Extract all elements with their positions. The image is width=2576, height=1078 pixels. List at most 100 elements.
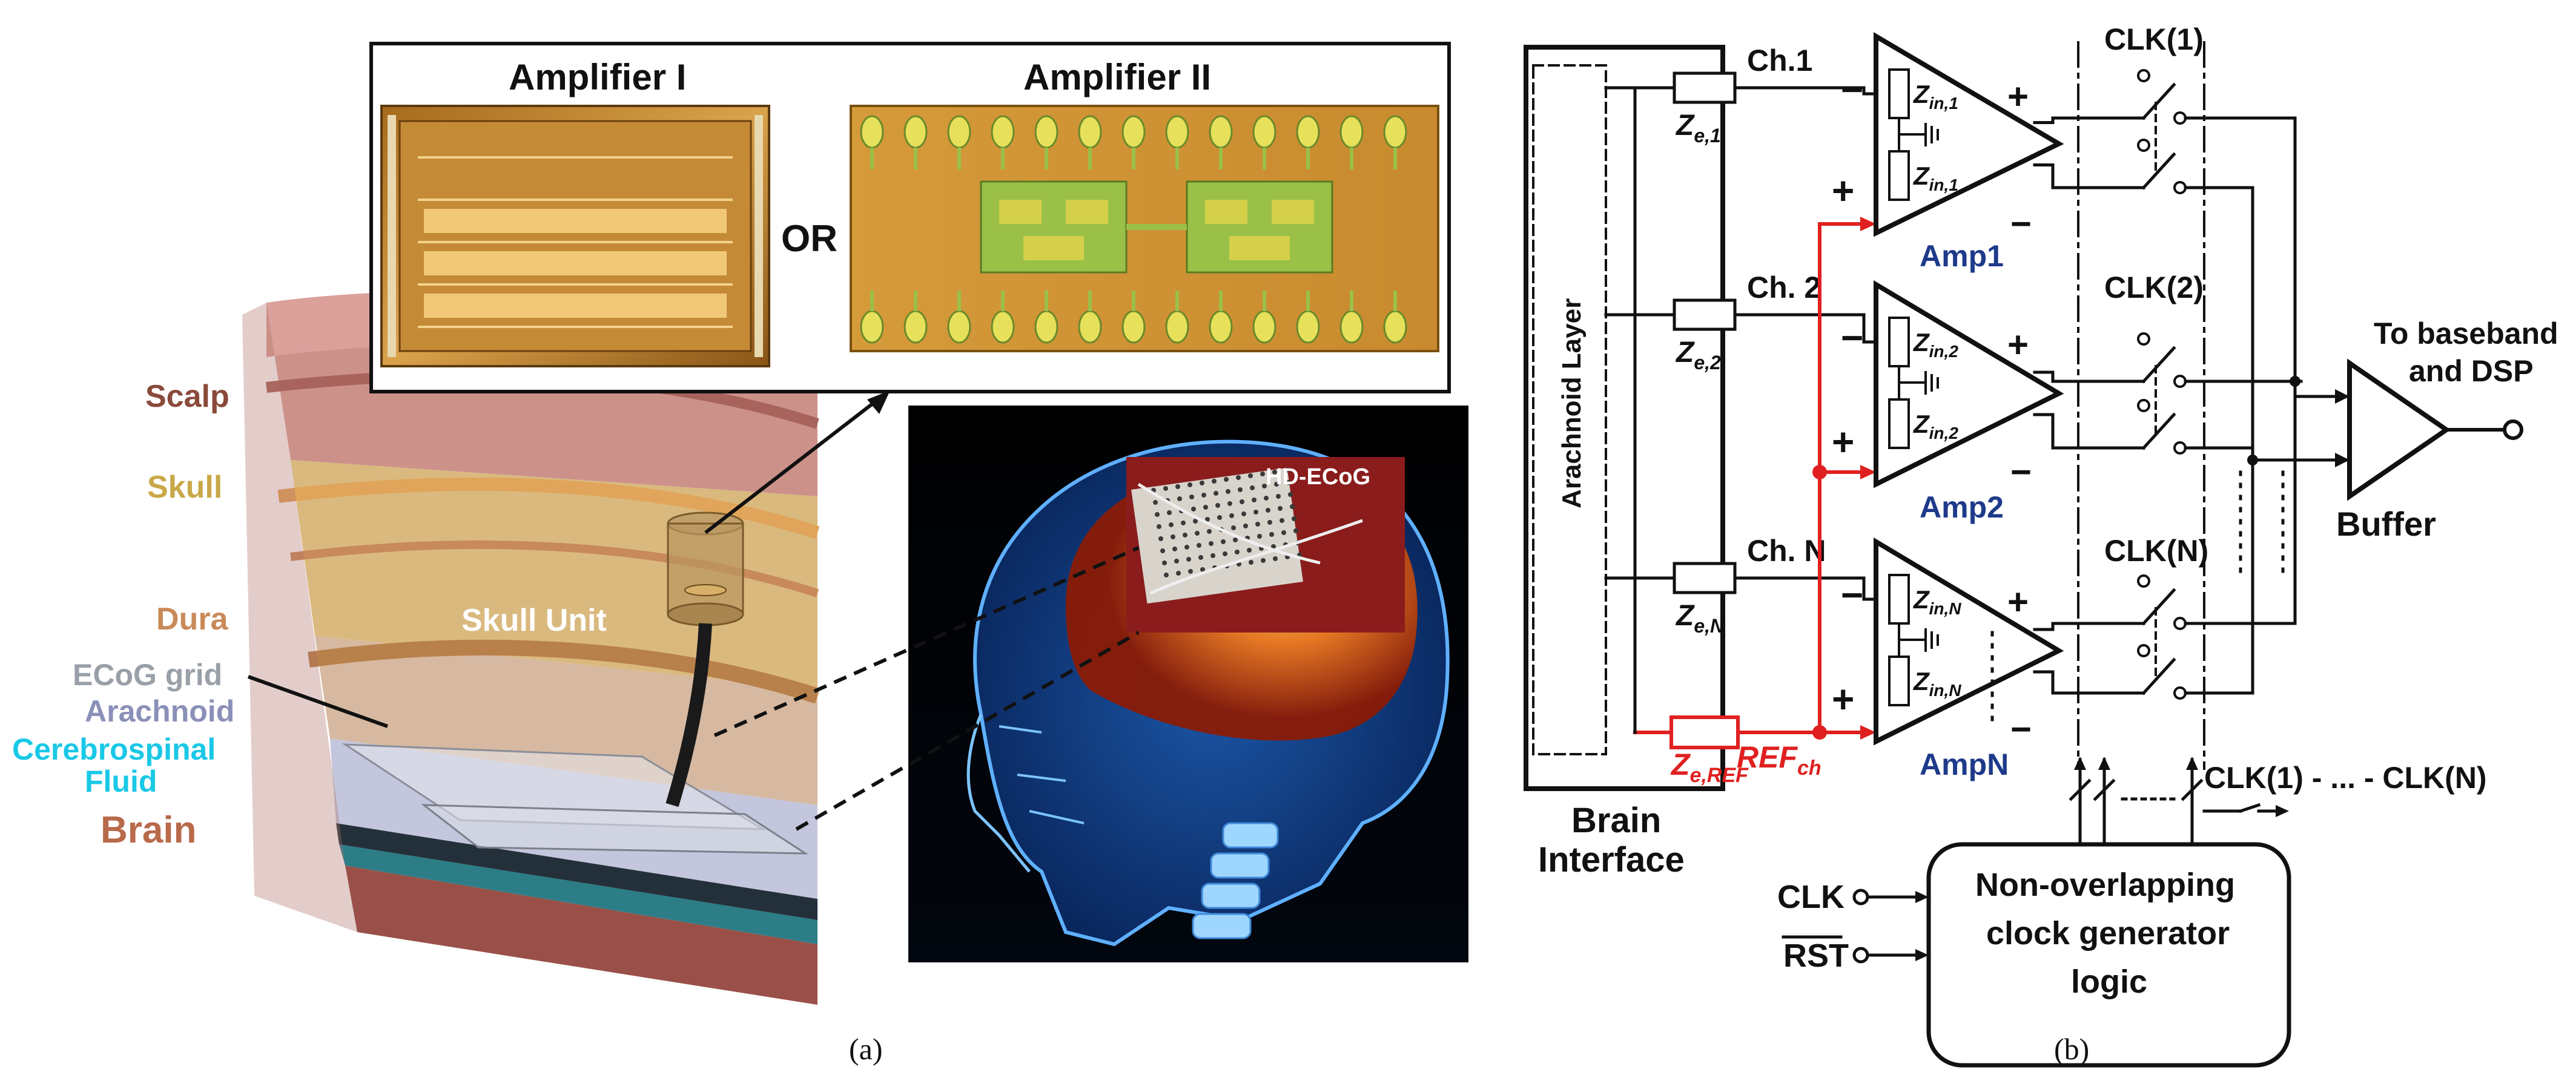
bond-pad [903,310,928,344]
dura-stripe [308,640,820,704]
electrode-dot [1187,482,1192,487]
electrode-impedance [1673,562,1737,594]
electrode-dot [1200,567,1205,572]
electrode-dot [1255,522,1260,527]
electrode-dot [1286,480,1291,485]
amplifier-2-title: Amplifier II [1023,57,1211,97]
electrode-dot [1183,533,1187,537]
channel-label: Ch. N [1747,534,1826,568]
noninverting-input-sign: + [1832,420,1854,464]
input-impedance-label: Zin,N [1913,585,1961,618]
electrode-dot [1243,524,1248,528]
dura-layer-front [315,636,817,805]
clk-input-arrow [1915,891,1929,903]
output-minus-sign: − [2010,452,2032,492]
skull-stripe-2 [290,541,819,597]
block-side-face [242,303,357,932]
clock-gen-line1: Non-overlapping [1975,867,2235,903]
electrode-dot [1210,553,1215,558]
buffer-label: Buffer [2336,505,2436,543]
electrode-dot [1252,498,1257,502]
electrode-dot [1215,503,1220,508]
bond-pad [1165,310,1189,344]
clock-phase-label: CLK(2) [2104,271,2204,304]
electrode-dot [1214,491,1218,496]
panel-a: Scalp Skull Dura ECoG grid Arachnoid Cer… [12,42,1468,1066]
electrode-dot [1272,470,1277,475]
bond-pad [1252,115,1276,149]
electrode-dot [1235,550,1240,554]
input-impedance-label: Zin,2 [1913,410,1958,442]
to-baseband-line2: and DSP [2409,354,2534,388]
electrode-dot [1236,475,1241,480]
electrode-dot [1181,521,1186,525]
bond-pad [1296,115,1320,149]
clock-generator-box [1926,842,2291,1068]
output-plus-sign: + [2007,76,2029,117]
tissue-layer-block [242,291,820,1005]
hd-ecog-label: HD-ECoG [1266,464,1370,490]
electrode-dot [1184,545,1189,550]
electrode-dot [1157,524,1161,529]
clk-input-label: CLK [1777,879,1844,915]
arachnoid-layer-label: Arachnoid Layer [1557,298,1587,508]
electrode-dot [1278,506,1283,511]
electrode-dot [1209,541,1214,546]
channel-label: Ch.1 [1747,44,1812,77]
electrode-dot [1290,504,1295,509]
bond-pad [1339,115,1364,149]
electrode-dot [1240,499,1244,504]
inverting-input-sign: − [1841,573,1863,617]
electrode-impedance-label: Ze,N [1675,600,1725,637]
electrode-dot [1189,495,1194,499]
skull-unit-implant [665,511,744,807]
head-xray-image: HD-ECoG [908,406,1468,962]
bond-pad [1078,115,1102,149]
clock-phase-label: CLK(1) [2104,22,2204,56]
electrode-dot [1221,539,1226,544]
ecog-grid-leader-line [247,675,389,728]
electrode-dot [1262,484,1267,488]
electrode-dot [1273,556,1278,561]
electrode-dot [1293,528,1298,533]
electrode-impedance [1673,71,1737,104]
ecog-grid-sheet [342,743,809,855]
electrode-dot [1227,501,1232,506]
output-minus-sign: − [2010,709,2032,749]
caption-a: (a) [849,1032,883,1066]
electrode-dot [1169,522,1174,527]
clock-output-bus [2069,758,2279,846]
bond-pad [1383,310,1407,344]
channel-3-input: Ch. N Ze,N [1633,313,1878,637]
clock-gen-line3: logic [2071,964,2147,1000]
bus-junctions [2247,376,2300,465]
bond-pad [1252,310,1276,344]
label-ecog-grid: ECoG grid [73,658,222,692]
channel-2-input: Ch. 2Ze,2 [1633,86,1878,373]
noninverting-input-sign: + [1832,169,1854,212]
bond-pad [1121,310,1146,344]
brain-interface-box [1524,45,1725,791]
electrode-dot [1269,532,1274,537]
bond-pad [947,115,971,149]
sampling-switch-2: CLK(2) [2104,271,2297,455]
electrode-dot [1174,559,1179,564]
electrode-dot [1224,477,1229,482]
dark-layer-front [336,823,817,920]
inverting-input-sign: − [1841,316,1863,360]
hd-ecog-photo: HD-ECoG [1126,457,1405,633]
electrode-dot [1260,472,1265,476]
electrode-impedance-label: Ze,1 [1675,110,1721,146]
electrode-dot [1231,525,1236,530]
electrode-dot [1248,473,1253,478]
electrode-dot [1175,484,1180,489]
electrode-dot [1164,573,1169,577]
electrode-dot [1201,493,1206,498]
electrode-dot [1207,529,1212,534]
electrode-dot [1226,489,1230,494]
electrode-impedance-label: Ze,2 [1675,337,1721,373]
electrode-dot [1177,496,1182,501]
